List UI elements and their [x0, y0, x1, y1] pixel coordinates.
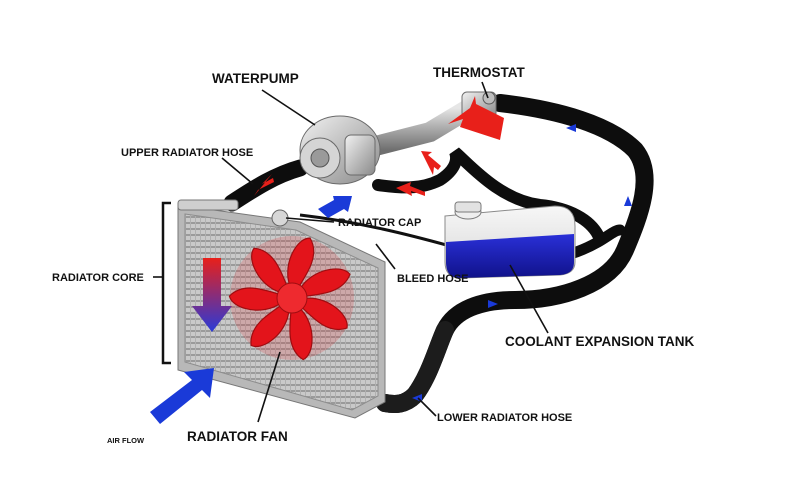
bleed-hose-line	[299, 213, 451, 248]
waterpump-leader	[261, 89, 316, 126]
radiator-cap	[271, 209, 289, 227]
upper-hose-arrow	[254, 174, 274, 196]
thermostat-label: THERMOSTAT	[433, 65, 525, 80]
thermostat-inflow-arrow	[448, 96, 504, 140]
pump-flow-arrow	[421, 151, 441, 175]
fan-blade	[289, 296, 313, 361]
radiator-fan	[228, 236, 354, 361]
bleed-hose-label: BLEED HOSE	[397, 273, 469, 285]
leader-lines	[153, 81, 549, 423]
lower-radiator-hose	[376, 321, 454, 413]
coolant-expansion-tank	[444, 201, 576, 279]
hot-flow-marks	[254, 96, 504, 196]
air-flow-label: AIR FLOW	[107, 436, 145, 445]
air-flow-arrow	[150, 368, 214, 424]
upper-radiator-hose-label: UPPER RADIATOR HOSE	[121, 147, 253, 159]
hose-flow-arrow	[566, 124, 576, 132]
radiator-fan-label: RADIATOR FAN	[187, 429, 288, 444]
waterpump-label: WATERPUMP	[212, 71, 299, 86]
fan-hub	[276, 282, 308, 314]
fan-blade	[251, 247, 294, 300]
hose-flow-arrow	[488, 300, 498, 308]
cap-leader	[285, 217, 335, 223]
fan-blade	[228, 287, 294, 311]
fan-leader	[257, 351, 281, 423]
radiator-core-label: RADIATOR CORE	[52, 272, 144, 284]
lower-radiator-hose-label: LOWER RADIATOR HOSE	[437, 412, 572, 424]
cap-flow-arrow	[318, 196, 352, 218]
thermostat-pipe	[350, 98, 480, 160]
upper-hose-leader	[221, 157, 254, 185]
radiator-cap-label: RADIATOR CAP	[338, 217, 421, 229]
tank-leader	[509, 264, 549, 334]
coolant-expansion-tank-label: COOLANT EXPANSION TANK	[505, 334, 695, 349]
core-flow-arrow	[192, 258, 232, 332]
water-pump	[299, 115, 381, 185]
radiator-core-bracket	[161, 201, 171, 365]
fan-blade	[290, 297, 348, 331]
fan-blade	[290, 268, 351, 299]
lower-hose-leader	[417, 397, 437, 417]
coolant-fill	[446, 234, 574, 278]
fan-blade	[250, 296, 293, 348]
bleed-hose-leader	[375, 243, 396, 270]
thermostat-leader	[481, 81, 489, 99]
hose-flow-arrow	[624, 196, 632, 206]
bypass-flow-arrow	[396, 182, 425, 196]
